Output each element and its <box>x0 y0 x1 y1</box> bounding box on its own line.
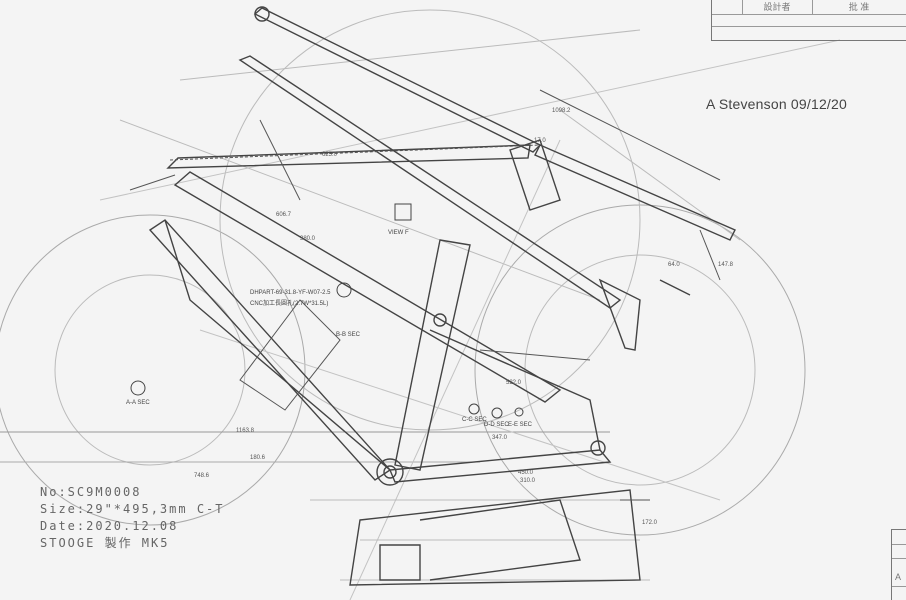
dim-label: 450.0 <box>518 470 534 476</box>
view-f-symbol <box>394 203 412 221</box>
fork-leg <box>534 144 736 241</box>
section-cc-label: C-C SEC <box>462 417 487 423</box>
fork-top-cap <box>254 6 270 22</box>
title-row-2 <box>712 14 906 27</box>
seat-stay <box>238 55 622 309</box>
title-cell-a <box>712 0 743 15</box>
dim-label: 522.0 <box>506 380 522 386</box>
section-ee-symbol <box>514 407 524 417</box>
seat-tube <box>394 239 471 471</box>
top-tube <box>166 144 531 169</box>
dim-label: 625.0 <box>322 152 338 158</box>
spec-model: STOOGE 製作 MK5 <box>40 536 170 550</box>
dim-label: 1098.2 <box>552 108 571 114</box>
dim-label: 748.6 <box>194 473 210 479</box>
front-link <box>429 329 601 451</box>
dim-label: 180.6 <box>250 455 266 461</box>
spec-date: Date:2020.12.08 <box>40 519 179 533</box>
section-dd-symbol <box>491 407 503 419</box>
section-ee-label: E-E SEC <box>508 422 533 428</box>
dim-label: 310.0 <box>520 478 536 484</box>
dim-label: 347.0 <box>492 435 508 441</box>
front-wheel-inner-circle <box>524 254 756 486</box>
water-bottle <box>239 299 341 411</box>
dim-label: 147.8 <box>718 262 734 268</box>
down-tube <box>173 171 562 403</box>
large-arc <box>219 9 641 431</box>
view-f-label: VIEW F <box>388 230 409 236</box>
head-tube <box>509 139 561 211</box>
dim-label: 64.0 <box>668 262 680 268</box>
section-dd-label: D-D SEC <box>484 422 509 428</box>
dim-label: 1163.8 <box>236 428 254 434</box>
spec-size: Size:29"*495,3mm C-T <box>40 502 225 516</box>
dim-label: 172.0 <box>642 520 658 526</box>
rear-wheel-circle <box>0 214 306 526</box>
pivot <box>433 313 447 327</box>
rear-wheel-inner-circle <box>54 274 246 466</box>
dim-label: 380.0 <box>300 236 316 242</box>
chain-stay <box>148 219 392 481</box>
section-bb-label: B-B SEC <box>336 332 361 338</box>
fork-tube <box>253 7 542 153</box>
section-bb-symbol <box>336 282 352 298</box>
dim-label: 17.0 <box>534 138 546 144</box>
bottom-stay <box>388 449 612 483</box>
title-cell-c: 批 准 <box>812 0 906 15</box>
rear-triangle <box>164 219 391 471</box>
lower-assembly <box>349 489 641 586</box>
spec-block: No:SC9M0008 Size:29"*495,3mm C-T Date:20… <box>40 484 225 552</box>
cnc-label: CNC加工長圓孔(2.7W*31.5L) <box>250 301 329 307</box>
dim-label: 606.7 <box>276 212 292 218</box>
section-aa-symbol <box>130 380 146 396</box>
title-block: 設計者 批 准 <box>711 0 906 41</box>
part-label: DHPART-69-31.8-YF-W07-2.5 <box>250 290 331 296</box>
title-cell-b: 設計者 <box>742 0 813 15</box>
signature: A Stevenson 09/12/20 <box>706 96 847 112</box>
corner-mark: A <box>895 572 902 582</box>
spec-number: No:SC9M0008 <box>40 485 142 499</box>
bottom-bracket <box>376 458 404 486</box>
corner-block: A <box>891 529 906 600</box>
front-wheel-circle <box>474 204 806 536</box>
section-aa-label: A-A SEC <box>126 400 150 406</box>
section-cc-symbol <box>468 403 480 415</box>
